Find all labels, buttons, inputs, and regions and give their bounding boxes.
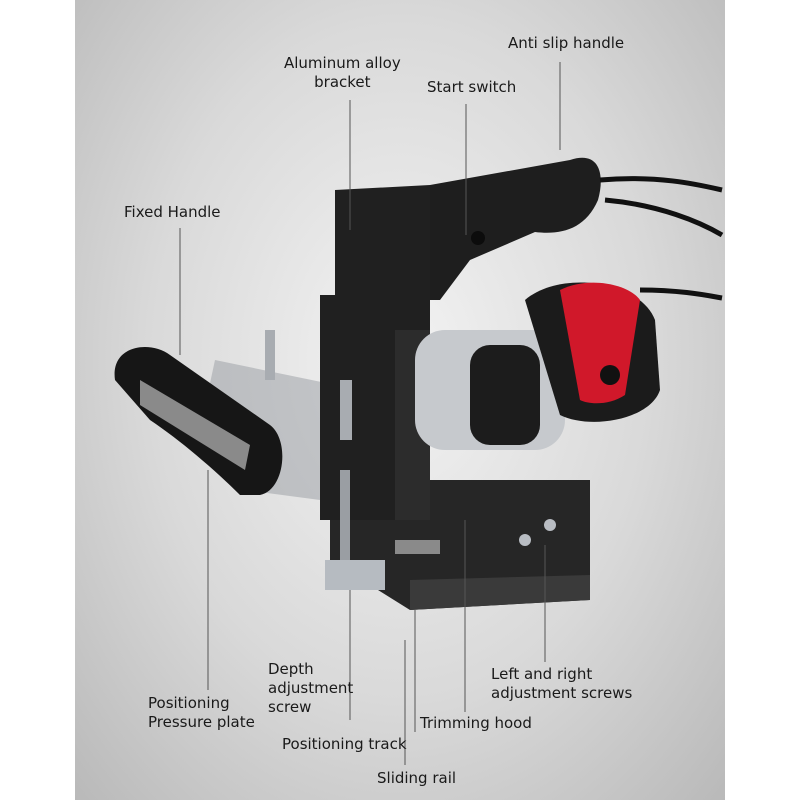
post-center bbox=[340, 380, 352, 440]
power-cable bbox=[599, 176, 723, 193]
motor-grip bbox=[470, 345, 540, 445]
label-depth-screw: Depth adjustment screw bbox=[268, 660, 354, 716]
depth-screw-rod bbox=[340, 470, 350, 590]
label-positioning-plate: Positioning Pressure plate bbox=[148, 694, 255, 731]
power-cable-3 bbox=[639, 287, 723, 301]
lr-screw-2 bbox=[544, 519, 556, 531]
label-left-right-screws: Left and right adjustment screws bbox=[491, 665, 633, 702]
label-trimming-hood: Trimming hood bbox=[420, 714, 532, 732]
start-switch bbox=[471, 231, 485, 245]
speed-dial bbox=[600, 365, 620, 385]
depth-screw-block bbox=[325, 560, 385, 590]
base-front bbox=[410, 575, 590, 610]
sliding-spring bbox=[395, 540, 440, 554]
label-anti-slip-handle: Anti slip handle bbox=[508, 34, 625, 52]
label-sliding-rail: Sliding rail bbox=[377, 769, 457, 787]
anti-slip-handle bbox=[430, 157, 601, 300]
lr-screw-1 bbox=[519, 534, 531, 546]
label-aluminum-bracket: Aluminum alloy bracket bbox=[284, 54, 401, 91]
red-band bbox=[560, 282, 640, 404]
power-cable-2 bbox=[604, 197, 724, 238]
label-fixed-handle: Fixed Handle bbox=[124, 203, 221, 221]
label-start-switch: Start switch bbox=[427, 78, 517, 96]
label-positioning-track: Positioning track bbox=[282, 735, 407, 753]
post-left bbox=[265, 330, 275, 380]
handle-opening bbox=[140, 380, 250, 470]
